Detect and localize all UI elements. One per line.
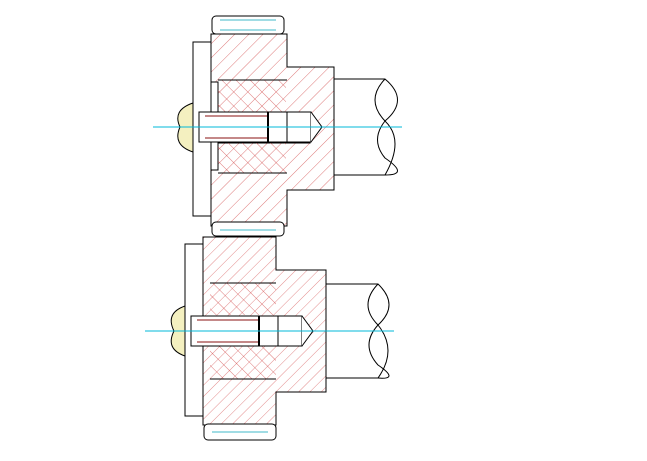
lower-assembly — [145, 236, 394, 441]
upper-assembly — [153, 15, 402, 237]
gear-tooth-top — [211, 15, 285, 35]
gear-tooth-bottom — [211, 221, 285, 237]
hub-section — [218, 80, 286, 113]
